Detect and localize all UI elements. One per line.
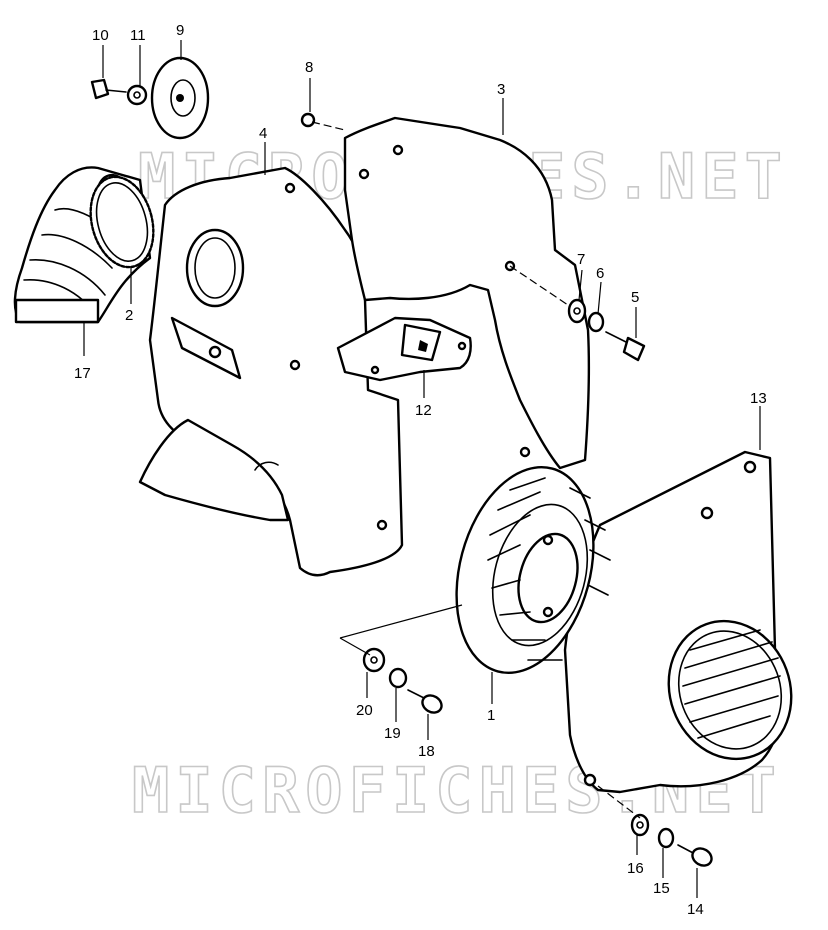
part-7-washer[interactable] (567, 298, 587, 324)
fan-cover-grille (667, 619, 793, 761)
label-part-16: 16 (627, 860, 644, 877)
part-number-labels: 10 11 9 8 3 4 7 6 5 2 17 12 13 1 20 19 1… (74, 22, 767, 918)
label-part-8: 8 (305, 59, 313, 76)
part-9-damper[interactable] (150, 56, 210, 140)
part-10-bolt[interactable] (90, 78, 127, 100)
label-part-1: 1 (487, 707, 495, 724)
part-4-cylinder-shroud[interactable] (138, 166, 404, 577)
part-5-bolt[interactable] (605, 331, 646, 362)
label-part-4: 4 (259, 125, 267, 142)
label-part-11: 11 (130, 27, 146, 44)
part-18-screw[interactable] (407, 689, 445, 716)
label-part-17: 17 (74, 365, 91, 382)
label-part-14: 14 (687, 901, 704, 918)
part-20-washer[interactable] (362, 647, 386, 673)
label-part-2: 2 (125, 307, 133, 324)
label-part-7: 7 (577, 251, 585, 268)
label-part-5: 5 (631, 289, 639, 306)
part-15-lock-washer[interactable] (657, 827, 675, 849)
part-14-screw[interactable] (677, 844, 715, 869)
part-11-washer[interactable] (126, 84, 148, 106)
label-part-18: 18 (418, 743, 435, 760)
label-part-9: 9 (176, 22, 184, 39)
part-19-lock-washer[interactable] (388, 667, 408, 689)
label-part-3: 3 (497, 81, 505, 98)
part-16-washer[interactable] (630, 813, 650, 837)
label-part-19: 19 (384, 725, 401, 742)
part-1-cooling-fan[interactable] (435, 452, 615, 688)
part-13-fan-cover[interactable] (563, 450, 810, 794)
label-part-10: 10 (92, 27, 109, 44)
part-2-hose-clamp[interactable] (81, 170, 163, 274)
label-part-15: 15 (653, 880, 670, 897)
part-6-lock-washer[interactable] (587, 311, 605, 333)
part-12-bracket[interactable] (336, 316, 472, 382)
label-part-12: 12 (415, 402, 432, 419)
part-8-grommet[interactable] (300, 112, 316, 128)
label-part-6: 6 (596, 265, 604, 282)
label-part-13: 13 (750, 390, 767, 407)
leader-lines (83, 40, 761, 898)
label-part-20: 20 (356, 702, 373, 719)
